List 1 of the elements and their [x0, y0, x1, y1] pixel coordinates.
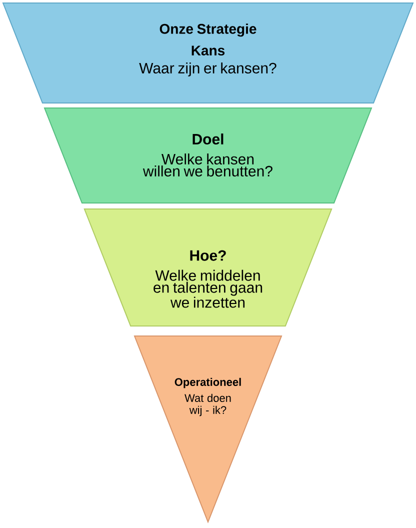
funnel-band: Hoe? Welke middelen en talenten gaan we inzetten	[84, 208, 332, 326]
